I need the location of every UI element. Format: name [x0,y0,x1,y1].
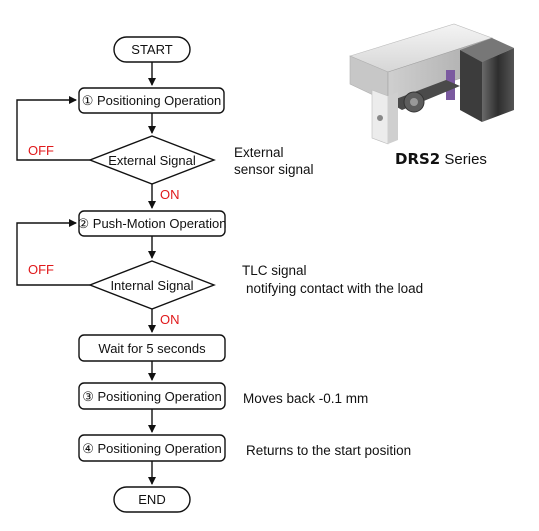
step1-label: ① Positioning Operation [82,93,222,108]
off-label-1: OFF [28,143,54,158]
on-label-2: ON [160,312,180,327]
product-suffix: Series [440,151,487,168]
end-terminal [113,486,191,513]
step2-label: ② Push-Motion Operation [78,216,227,231]
product-caption: DRS2 Series [395,150,487,168]
start-label: START [131,42,172,57]
off-label-2: OFF [28,262,54,277]
on-label-1: ON [160,187,180,202]
decision1-label: External Signal [108,153,196,168]
step3-label: ③ Positioning Operation [82,389,222,404]
off-loop-2 [16,219,90,286]
step4-note: Returns to the start position [246,443,411,458]
step4-label: ④ Positioning Operation [82,441,222,456]
off-loop-1 [16,96,90,161]
end-label: END [138,492,165,507]
product-model: DRS2 [395,150,441,168]
step3-note: Moves back -0.1 mm [243,391,368,406]
decision2-label: Internal Signal [110,278,193,293]
wait-label: Wait for 5 seconds [98,341,206,356]
actuator-product-image [349,23,514,145]
